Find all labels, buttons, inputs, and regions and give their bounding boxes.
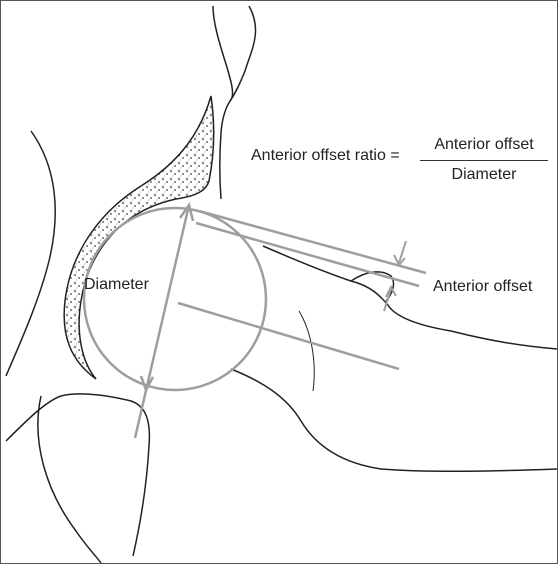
femoral-neck-upper xyxy=(263,246,557,349)
formula-fraction: Anterior offset Diameter xyxy=(420,137,548,183)
femoral-neck-lower xyxy=(231,369,557,471)
neck-axis-line xyxy=(178,303,399,369)
head-tangent-line xyxy=(196,223,419,286)
diameter-line xyxy=(135,205,189,438)
ischium-outline xyxy=(6,394,149,556)
formula-denominator: Diameter xyxy=(420,167,548,183)
iliac-wing-edge xyxy=(6,131,55,376)
pubic-outline xyxy=(38,396,101,563)
fraction-bar xyxy=(420,160,548,161)
formula-lhs: Anterior offset ratio = xyxy=(251,148,400,164)
pelvis-outline-upper xyxy=(213,6,233,199)
neck-tangent-line xyxy=(199,211,426,273)
acetabulum-bone xyxy=(64,96,213,379)
lesser-trochanter xyxy=(299,311,314,391)
diameter-label: Diameter xyxy=(84,277,149,293)
formula-numerator: Anterior offset xyxy=(420,137,548,153)
pelvis-outline-left xyxy=(230,6,256,101)
anterior-offset-label: Anterior offset xyxy=(433,279,532,295)
